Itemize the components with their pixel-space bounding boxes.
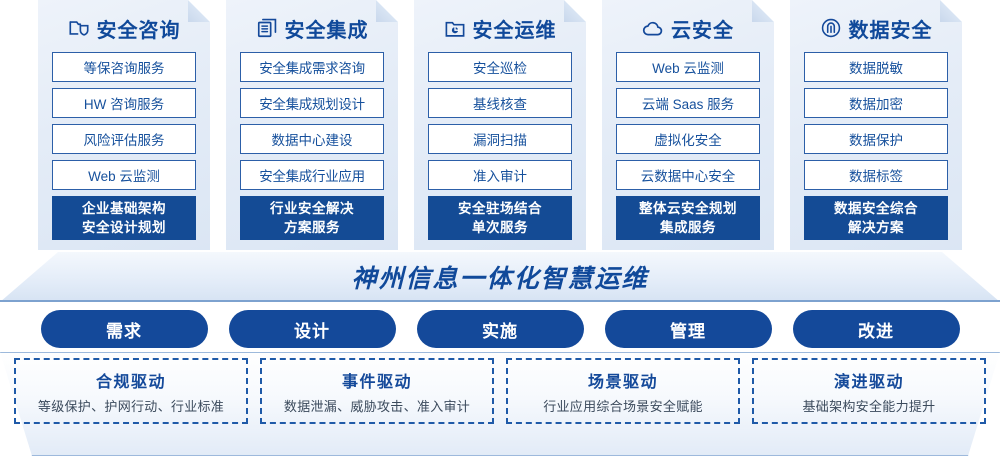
card-item[interactable]: 云数据中心安全 [616,160,760,190]
card-item[interactable]: HW 咨询服务 [52,88,196,118]
driver-card-compliance[interactable]: 合规驱动 等级保护、护网行动、行业标准 [14,358,248,424]
card-footer-line1: 企业基础架构 [82,201,166,216]
phase-pill-design[interactable]: 设计 [228,310,396,348]
driver-card-incident[interactable]: 事件驱动 数据泄漏、威胁攻击、准入审计 [260,358,494,424]
phase-pill-improvement[interactable]: 改进 [792,310,960,348]
drivers-row: 合规驱动 等级保护、护网行动、行业标准 事件驱动 数据泄漏、威胁攻击、准入审计 … [0,358,1000,448]
card-item-list: 等保咨询服务 HW 咨询服务 风险评估服务 Web 云监测 企业基础架构 安全设… [38,52,210,240]
card-item[interactable]: 数据加密 [804,88,948,118]
driver-title: 合规驱动 [95,373,166,391]
card-item-list: 数据脱敏 数据加密 数据保护 数据标签 数据安全综合 解决方案 [790,52,962,240]
card-item[interactable]: 云端 Saas 服务 [616,88,760,118]
card-item-list: Web 云监测 云端 Saas 服务 虚拟化安全 云数据中心安全 整体云安全规划… [602,52,774,240]
phase-pill-requirements[interactable]: 需求 [40,310,208,348]
capability-card-data-security[interactable]: 数据安全 数据脱敏 数据加密 数据保护 数据标签 数据安全综合 解决方案 [790,0,962,250]
capability-card-cloud-security[interactable]: 云安全 Web 云监测 云端 Saas 服务 虚拟化安全 云数据中心安全 整体云… [602,0,774,250]
card-footer-line2: 解决方案 [848,220,904,235]
card-title: 云安全 [671,19,734,42]
folder-shield-icon [68,17,90,39]
card-item[interactable]: 安全集成行业应用 [240,160,384,190]
phase-pill-management[interactable]: 管理 [604,310,772,348]
card-item[interactable]: 漏洞扫描 [428,124,572,154]
driver-card-evolution[interactable]: 演进驱动 基础架构安全能力提升 [752,358,986,424]
card-header: 数据安全 [790,4,962,52]
card-footer-line2: 安全设计规划 [82,220,166,235]
card-item-list: 安全巡检 基线核查 漏洞扫描 准入审计 安全驻场结合 单次服务 [414,52,586,240]
cloud-icon [642,17,664,39]
capability-card-security-consulting[interactable]: 安全咨询 等保咨询服务 HW 咨询服务 风险评估服务 Web 云监测 企业基础架… [38,0,210,250]
driver-title: 事件驱动 [341,373,412,391]
card-item[interactable]: 数据标签 [804,160,948,190]
driver-card-scenario[interactable]: 场景驱动 行业应用综合场景安全赋能 [506,358,740,424]
card-item[interactable]: 数据保护 [804,124,948,154]
card-footer-line1: 数据安全综合 [834,201,918,216]
card-footer-highlight[interactable]: 行业安全解决 方案服务 [240,196,384,240]
phase-pill-implementation[interactable]: 实施 [416,310,584,348]
card-title: 安全咨询 [96,19,181,42]
card-footer-line1: 整体云安全规划 [639,201,737,216]
platform-banner-title: 神州信息一体化智慧运维 [351,265,649,293]
card-title: 安全集成 [284,19,369,42]
card-item[interactable]: 准入审计 [428,160,572,190]
card-item[interactable]: 基线核查 [428,88,572,118]
card-footer-highlight[interactable]: 整体云安全规划 集成服务 [616,196,760,240]
card-header: 云安全 [602,4,774,52]
card-item[interactable]: 等保咨询服务 [52,52,196,82]
capability-card-security-operations[interactable]: 安全运维 安全巡检 基线核查 漏洞扫描 准入审计 安全驻场结合 单次服务 [414,0,586,250]
platform-banner: 神州信息一体化智慧运维 [0,252,1000,302]
capability-cards-row: 安全咨询 等保咨询服务 HW 咨询服务 风险评估服务 Web 云监测 企业基础架… [0,0,1000,258]
card-item[interactable]: 安全巡检 [428,52,572,82]
card-footer-line1: 安全驻场结合 [458,201,542,216]
driver-subtitle: 等级保护、护网行动、行业标准 [37,398,225,414]
card-footer-line2: 集成服务 [660,220,716,235]
card-header: 安全运维 [414,4,586,52]
layers-document-icon [256,17,278,39]
card-footer-highlight[interactable]: 企业基础架构 安全设计规划 [52,196,196,240]
banner-baseline-divider [0,300,1000,302]
driver-title: 演进驱动 [833,373,904,391]
card-footer-line1: 行业安全解决 [270,201,354,216]
card-item[interactable]: 安全集成需求咨询 [240,52,384,82]
capability-card-security-integration[interactable]: 安全集成 安全集成需求咨询 安全集成规划设计 数据中心建设 安全集成行业应用 行… [226,0,398,250]
card-footer-line2: 单次服务 [472,220,528,235]
driver-subtitle: 数据泄漏、威胁攻击、准入审计 [283,398,471,414]
driver-subtitle: 行业应用综合场景安全赋能 [543,398,703,414]
card-item[interactable]: Web 云监测 [616,52,760,82]
card-item[interactable]: 数据中心建设 [240,124,384,154]
driver-subtitle: 基础架构安全能力提升 [802,398,936,414]
card-item-list: 安全集成需求咨询 安全集成规划设计 数据中心建设 安全集成行业应用 行业安全解决… [226,52,398,240]
card-item[interactable]: 风险评估服务 [52,124,196,154]
phase-pill-row: 需求 设计 实施 管理 改进 [0,310,1000,348]
fingerprint-icon [820,17,842,39]
card-header: 安全集成 [226,4,398,52]
card-footer-highlight[interactable]: 数据安全综合 解决方案 [804,196,948,240]
folder-chart-icon [444,17,466,39]
card-footer-highlight[interactable]: 安全驻场结合 单次服务 [428,196,572,240]
card-header: 安全咨询 [38,4,210,52]
card-footer-line2: 方案服务 [284,220,340,235]
card-item[interactable]: 安全集成规划设计 [240,88,384,118]
card-item[interactable]: 虚拟化安全 [616,124,760,154]
card-title: 安全运维 [472,19,557,42]
card-item[interactable]: Web 云监测 [52,160,196,190]
driver-title: 场景驱动 [587,373,658,391]
card-title: 数据安全 [848,19,933,42]
card-item[interactable]: 数据脱敏 [804,52,948,82]
